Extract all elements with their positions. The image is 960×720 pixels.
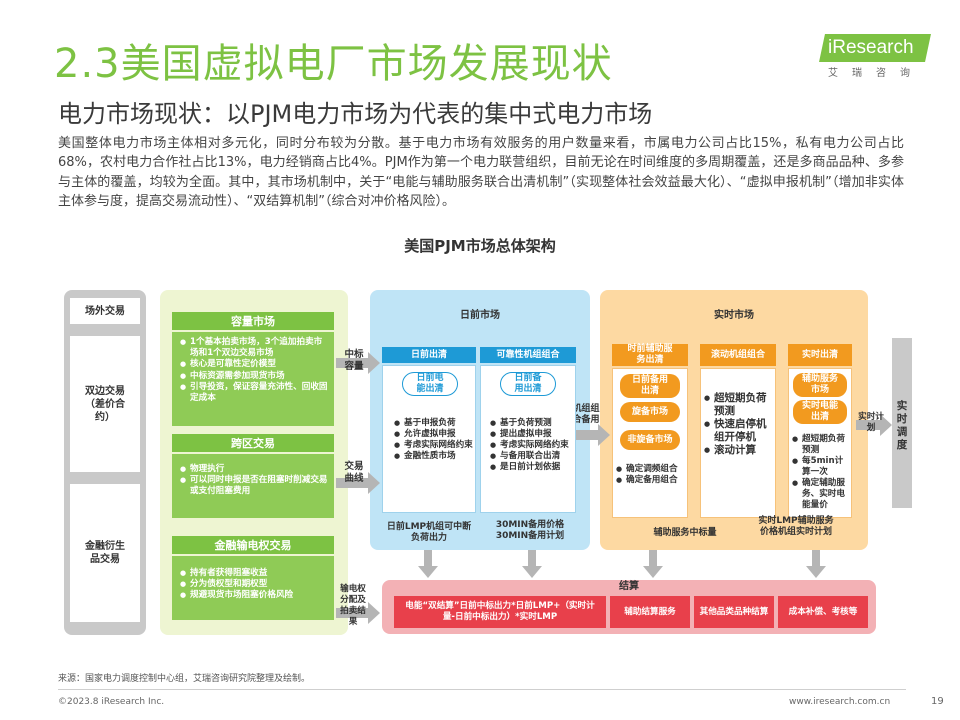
reliability-item: 与备用联合出清 [490,451,576,462]
rt-clear-header: 实时出清 [788,344,852,366]
da-clear-header: 日前出清 [382,347,476,363]
rt-ancillary-item: 确定调频组合 [616,464,684,475]
capacity-body: 1个基本拍卖市场，3个追加拍卖市场和1个双边交易市场 核心是可靠性定价模型 中标… [172,332,334,426]
rt-ancillary-list: 确定调频组合 确定备用组合 [616,464,684,486]
copyright: ©2023.8 iResearch Inc. [58,697,165,707]
da-energy-oval: 日前电能出清 [402,372,458,396]
logo-text: iResearch [828,37,914,58]
flow-arrows [336,352,892,624]
reliability-item: 提出虚拟申报 [490,429,576,440]
da-clear-item: 考虑实际网络约束 [394,440,474,451]
reliability-item: 是日前计划依据 [490,462,576,473]
page-number: 19 [931,696,944,707]
rt-clear-item: 确定辅助服务、实时电能量价 [792,478,850,511]
capacity-item: 核心是可靠性定价模型 [180,359,328,370]
unit-arrow [576,424,610,446]
page-title: 2.3美国虚拟电厂市场发展现状 [54,41,613,87]
da-note-2: 30MIN备用价格30MIN备用计划 [495,520,565,541]
curve-arrow [336,472,380,494]
reliability-item: 考虑实际网络约束 [490,440,576,451]
da-clear-item: 允许虚拟申报 [394,429,474,440]
down-arrow-4 [806,550,826,578]
rolling-uc-header: 滚动机组组合 [700,344,776,366]
capacity-header: 容量市场 [172,312,334,330]
da-reserve-oval: 日前备用出清 [500,372,556,396]
reliability-item: 基于负荷预测 [490,418,576,429]
ftr-item: 规避现货市场阻塞价格风险 [180,590,328,601]
settlement-double: 电能“双结算”日前中标出力*日前LMP+（实时计量-日前中标出力）*实时LMP [394,596,606,628]
da-note-1: 日前LMP机组可中断负荷出力 [386,522,472,543]
website-link[interactable]: www.iresearch.com.cn [789,697,891,707]
ftr-item: 持有者获得阻塞收益 [180,568,328,579]
rt-pill-spinning: 旋备市场 [620,402,680,422]
curve-arrow-label: 交易曲线 [344,461,364,484]
reliability-list: 基于负荷预测 提出虚拟申报 考虑实际网络约束 与备用联合出清 是日前计划依据 [490,418,576,473]
real-time-header: 实时市场 [714,310,754,321]
iresearch-logo: iResearch 艾瑞咨询 [819,34,934,86]
rt-ancillary-header: 时前辅助服务出清 [612,344,688,366]
settlement-other: 其他品类品种结算 [694,596,774,628]
capacity-item: 中标资源需参加现货市场 [180,371,328,382]
capacity-arrow [336,352,380,374]
rt-pill-energy: 实时电能出清 [793,400,847,424]
rt-clear-item: 每5min计算一次 [792,456,850,478]
reliability-header: 可靠性机组组合 [480,347,576,363]
settlement-header: 结算 [619,581,639,592]
rolling-uc-list: 超短期负荷预测 快速启停机组开停机 滚动计算 [704,392,774,457]
rolling-uc-item: 超短期负荷预测 [704,392,774,418]
unit-arrow-label: 机组组合备用 [572,404,600,425]
derivatives-trade: 金融衍生品交易 [70,484,140,622]
down-arrow-2 [522,550,542,578]
source-note: 来源：国家电力调度控制中心组，艾瑞咨询研究院整理及绘制。 [58,674,311,684]
ftr-arrow [336,602,380,624]
cross-zone-body: 物理执行 可以同时申报是否在阻塞时削减交易或支付阻塞费用 [172,454,334,518]
bilateral-trade: 双边交易（差价合约） [70,336,140,472]
down-arrow-3 [643,550,663,578]
rt-dispatch-label: 实时调度 [896,400,908,451]
down-arrow-1 [418,550,438,578]
rolling-uc-item: 滚动计算 [704,444,774,457]
logo-subtext: 艾瑞咨询 [828,68,924,79]
da-clear-list: 基于申报负荷 允许虚拟申报 考虑实际网络约束 金融性质市场 [394,418,474,462]
rt-ancillary-item: 确定备用组合 [616,475,684,486]
da-clear-item: 金融性质市场 [394,451,474,462]
rt-note-1: 辅助服务中标量 [653,528,717,538]
rt-clear-list: 超短期负荷预测 每5min计算一次 确定辅助服务、实时电能量价 [792,434,850,511]
ftr-body: 持有者获得阻塞收益 分为债权型和期权型 规避现货市场阻塞价格风险 [172,556,334,620]
cross-zone-item: 可以同时申报是否在阻塞时削减交易或支付阻塞费用 [180,475,328,497]
page-subtitle: 电力市场现状：以PJM电力市场为代表的集中式电力市场 [58,100,653,128]
capacity-item: 1个基本拍卖市场，3个追加拍卖市场和1个双边交易市场 [180,337,328,359]
ftr-arrow-label: 输电权分配及拍卖结果 [340,584,366,627]
otc-header: 场外交易 [70,298,140,324]
diagram-title: 美国PJM市场总体架构 [404,237,556,255]
rt-pill-da-reserve: 日前备用出清 [620,374,680,398]
cross-zone-header: 跨区交易 [172,434,334,452]
cross-zone-item: 物理执行 [180,464,328,475]
settlement-cost: 成本补偿、考核等 [778,596,868,628]
day-ahead-header: 日前市场 [460,310,500,321]
capacity-item: 引导投资，保证容量充沛性、回收固定成本 [180,382,328,404]
footer-divider [58,689,906,690]
rolling-uc-item: 快速启停机组开停机 [704,418,774,444]
da-clear-item: 基于申报负荷 [394,418,474,429]
ftr-header: 金融输电权交易 [172,536,334,554]
rt-clear-item: 超短期负荷预测 [792,434,850,456]
rt-pill-ancillary: 辅助服务市场 [793,373,847,397]
rt-note-2: 实时LMP辅助服务价格机组实时计划 [758,516,834,537]
settlement-ancillary: 辅助结算服务 [610,596,690,628]
rt-plan-arrow-label: 实时计划 [858,412,884,433]
rt-dispatch-bar [892,338,912,508]
ftr-item: 分为债权型和期权型 [180,579,328,590]
intro-paragraph: 美国整体电力市场主体相对多元化，同时分布较为分散。基于电力市场有效服务的用户数量… [58,136,904,210]
rt-pill-non-spinning: 非旋备市场 [620,430,680,450]
rt-plan-arrow [856,414,892,436]
capacity-arrow-label: 中标容量 [344,349,364,372]
